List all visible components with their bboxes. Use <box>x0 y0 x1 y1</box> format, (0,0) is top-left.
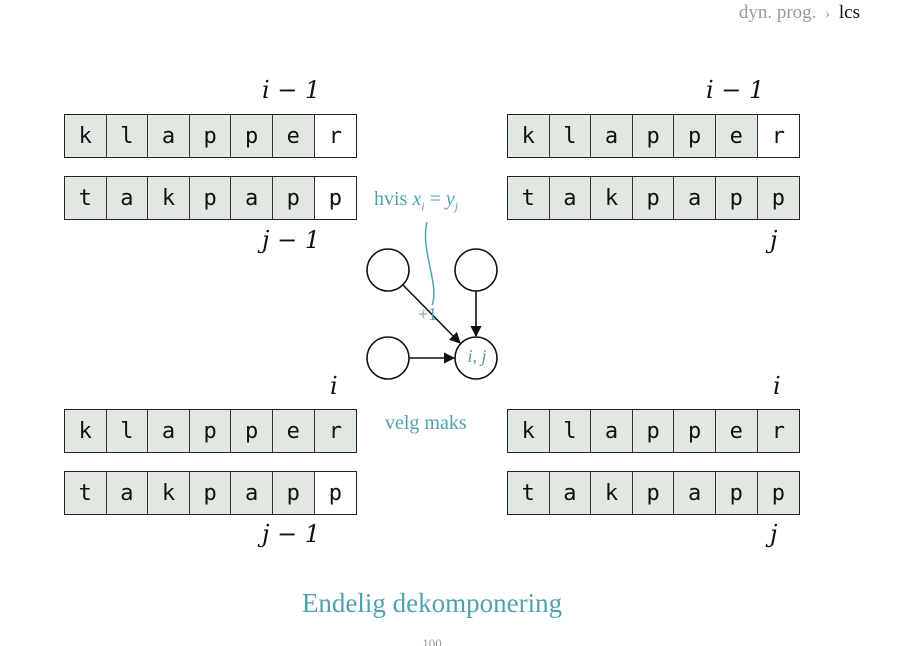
sequence-cell: e <box>272 115 315 157</box>
breadcrumb-section: dyn. prog. <box>738 2 817 23</box>
sequence-cell: l <box>106 115 149 157</box>
sequence-cell: p <box>757 177 800 219</box>
sequence-cell: l <box>549 115 592 157</box>
sequence-cell: p <box>189 472 232 514</box>
sequence-cell: a <box>674 177 716 219</box>
sequence-cell: p <box>272 177 315 219</box>
index-label-bottom-left-y: j − 1 <box>262 520 321 548</box>
sequence-cell: l <box>549 410 592 452</box>
sequence-cell: k <box>508 410 550 452</box>
sequence-cell: k <box>591 177 633 219</box>
sequence-cell: p <box>272 472 315 514</box>
sequence-cell: r <box>757 410 800 452</box>
sequence-cell: k <box>65 410 107 452</box>
sequence-cell: t <box>508 472 550 514</box>
breadcrumb: dyn. prog. › lcs <box>739 2 860 24</box>
target-node-label: i, j <box>467 346 487 366</box>
sequence-cell: a <box>148 115 190 157</box>
edge-diagonal <box>402 284 461 344</box>
sequence-cell: a <box>549 472 592 514</box>
sequence-cell: t <box>508 177 550 219</box>
sequence-cell: a <box>591 410 633 452</box>
node-up <box>454 248 498 292</box>
page-number: 100 <box>422 636 442 646</box>
sequence-cell: p <box>632 115 675 157</box>
sequence-cell: k <box>148 177 190 219</box>
match-condition: hvis xi = yj <box>374 188 459 213</box>
sequence-cell: a <box>148 410 190 452</box>
sequence-cell: a <box>231 177 273 219</box>
sequence-cell: a <box>549 177 592 219</box>
sequence-cell: l <box>106 410 149 452</box>
index-label-top-left-y: j − 1 <box>262 226 321 254</box>
sequence-cell: p <box>715 177 758 219</box>
edge-weight-label: +1 <box>418 304 438 324</box>
sequence-cell: a <box>674 472 716 514</box>
sequence-cell: p <box>632 177 675 219</box>
sequence-cell: p <box>231 115 273 157</box>
sequence-cell: p <box>632 472 675 514</box>
sequence-cell: a <box>591 115 633 157</box>
sequence-cell: p <box>231 410 273 452</box>
breadcrumb-separator: › <box>825 6 831 22</box>
node-diagonal <box>366 248 410 292</box>
sequence-cell: e <box>715 115 758 157</box>
sequence-cell: k <box>591 472 633 514</box>
sequence-cell: p <box>674 410 716 452</box>
slide-caption: Endelig dekomponering <box>301 588 563 618</box>
sequence-cell: r <box>314 115 357 157</box>
sequence-cell: p <box>314 472 357 514</box>
sequence-cell: p <box>674 115 716 157</box>
sequence-cell: t <box>65 177 107 219</box>
breadcrumb-current: lcs <box>838 2 860 23</box>
index-label-top-left-x: i − 1 <box>262 76 321 104</box>
index-label-bottom-left-x: i <box>330 372 338 400</box>
sequence-cell: p <box>189 177 232 219</box>
sequence-cell: a <box>106 472 149 514</box>
node-left <box>366 336 410 380</box>
choose-max-label: velg maks <box>385 412 467 434</box>
index-label-top-right-y: j <box>770 226 778 254</box>
sequence-cell: r <box>757 115 800 157</box>
sequence-cell: p <box>189 410 232 452</box>
sequence-cell: k <box>65 115 107 157</box>
index-label-top-right-x: i − 1 <box>706 76 765 104</box>
sequence-cell: a <box>231 472 273 514</box>
sequence-cell: k <box>148 472 190 514</box>
sequence-cell: p <box>189 115 232 157</box>
sequence-cell: r <box>314 410 357 452</box>
sequence-cell: a <box>106 177 149 219</box>
index-label-bottom-right-x: i <box>773 372 781 400</box>
sequence-cell: e <box>272 410 315 452</box>
sequence-cell: k <box>508 115 550 157</box>
sequence-cell: p <box>757 472 800 514</box>
sequence-cell: p <box>715 472 758 514</box>
condition-connector-line <box>424 221 435 306</box>
sequence-cell: p <box>314 177 357 219</box>
sequence-cell: p <box>632 410 675 452</box>
index-label-bottom-right-y: j <box>770 520 778 548</box>
sequence-cell: t <box>65 472 107 514</box>
sequence-cell: e <box>715 410 758 452</box>
